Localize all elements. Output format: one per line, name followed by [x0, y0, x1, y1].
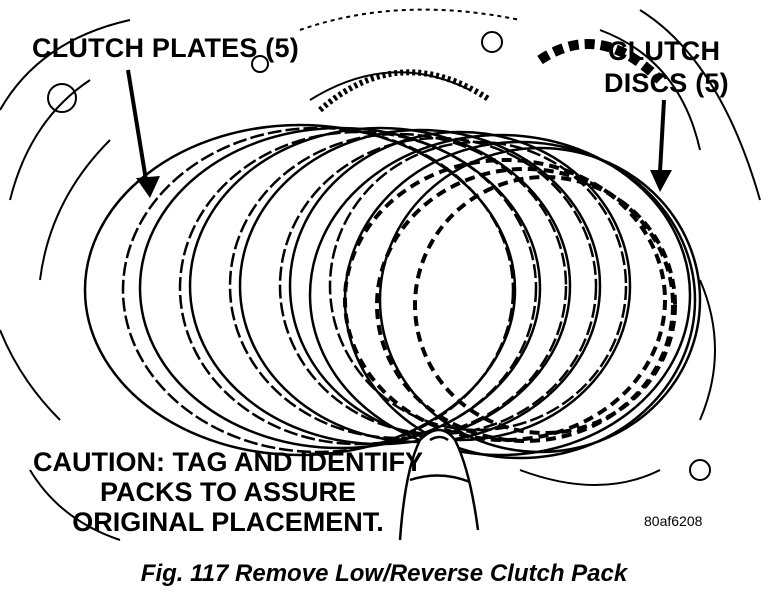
- figure-caption: Fig. 117 Remove Low/Reverse Clutch Pack: [140, 560, 628, 587]
- caution-note: CAUTION: TAG AND IDENTIFY PACKS TO ASSUR…: [18, 447, 438, 537]
- figure-code: 80af6208: [644, 513, 703, 529]
- clutch-discs-label-line1: CLUTCH: [608, 36, 721, 66]
- clutch-plates: [83, 123, 632, 457]
- caution-line-2: PACKS TO ASSURE: [99, 477, 357, 507]
- caution-line-3: ORIGINAL PLACEMENT.: [72, 507, 384, 537]
- arrows: [126, 69, 666, 181]
- clutch-discs-label-line2: DISCS (5): [604, 68, 729, 98]
- finger: [398, 428, 480, 541]
- transmission-housing: [0, 8, 761, 541]
- clutch-discs: [308, 133, 702, 460]
- clutch-plates-label: CLUTCH PLATES (5): [32, 33, 299, 63]
- caution-line-1: CAUTION: TAG AND IDENTIFY: [33, 447, 423, 477]
